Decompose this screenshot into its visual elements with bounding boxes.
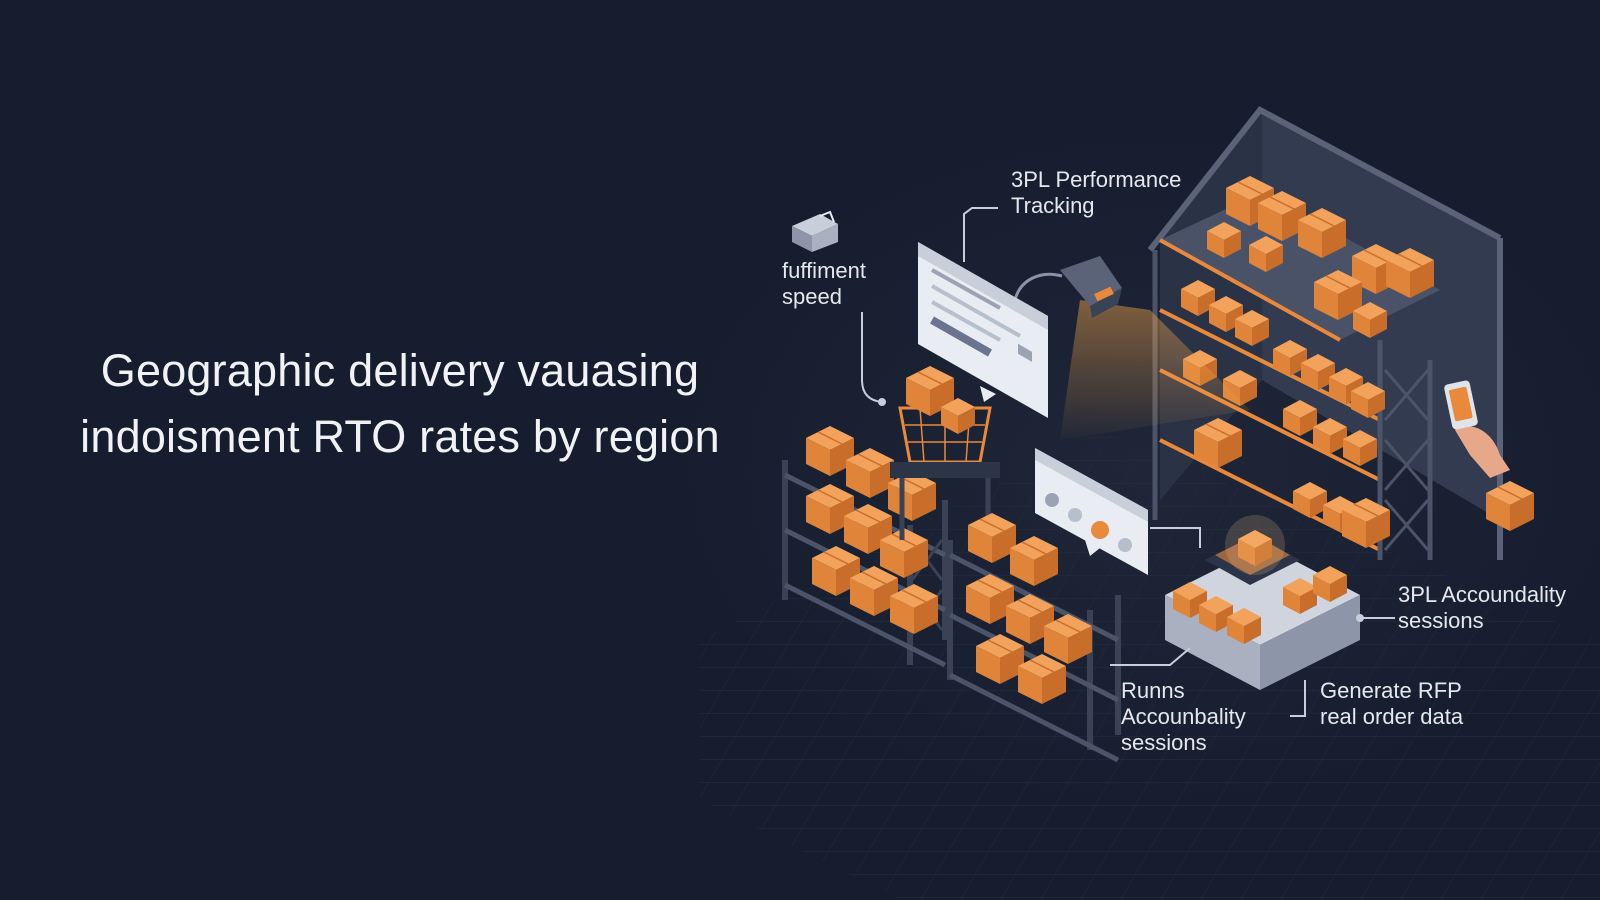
callout-connectors [861, 207, 1395, 717]
callout-accountability-line-1: 3PL Accoundality [1398, 582, 1566, 607]
callout-rfp-line-1: Generate RFP [1320, 678, 1462, 703]
callout-fulfilment-line-2: speed [782, 284, 842, 309]
callout-accountability-sessions: 3PL Accoundality sessions [1398, 582, 1566, 634]
analytics-dashboard-card [1035, 448, 1148, 575]
packaging-machine [1165, 515, 1360, 690]
callout-rfp-line-2: real order data [1320, 704, 1464, 729]
callout-runs-line-3: sessions [1121, 730, 1207, 755]
callout-tracking-line-2: Tracking [1011, 193, 1095, 218]
callout-performance-tracking: 3PL Performance Tracking [1011, 167, 1181, 219]
tracking-dashboard-card [918, 242, 1048, 418]
callout-runs-accountability: Runns Accounbality sessions [1121, 678, 1246, 756]
callout-runs-line-1: Runns [1121, 678, 1185, 703]
headline-line-2: indoisment RTO rates by region [80, 411, 720, 462]
fulfilment-icon [792, 210, 838, 252]
headline-line-1: Geographic delivery vauasing [100, 345, 700, 396]
callout-fulfilment-line-1: fuffiment [782, 258, 866, 283]
left-shelf-unit [782, 425, 948, 668]
scanner-beam [1060, 300, 1250, 440]
smartphone-icon [1444, 380, 1535, 532]
callout-runs-line-2: Accounbality [1121, 704, 1246, 729]
headline: Geographic delivery vauasing indoisment … [40, 338, 760, 470]
callout-generate-rfp: Generate RFP real order data [1320, 678, 1463, 730]
callout-fulfilment-speed: fuffiment speed [782, 258, 866, 310]
barcode-scanner-icon [1013, 256, 1122, 318]
callout-accountability-line-2: sessions [1398, 608, 1484, 633]
callout-tracking-line-1: 3PL Performance [1011, 167, 1182, 192]
